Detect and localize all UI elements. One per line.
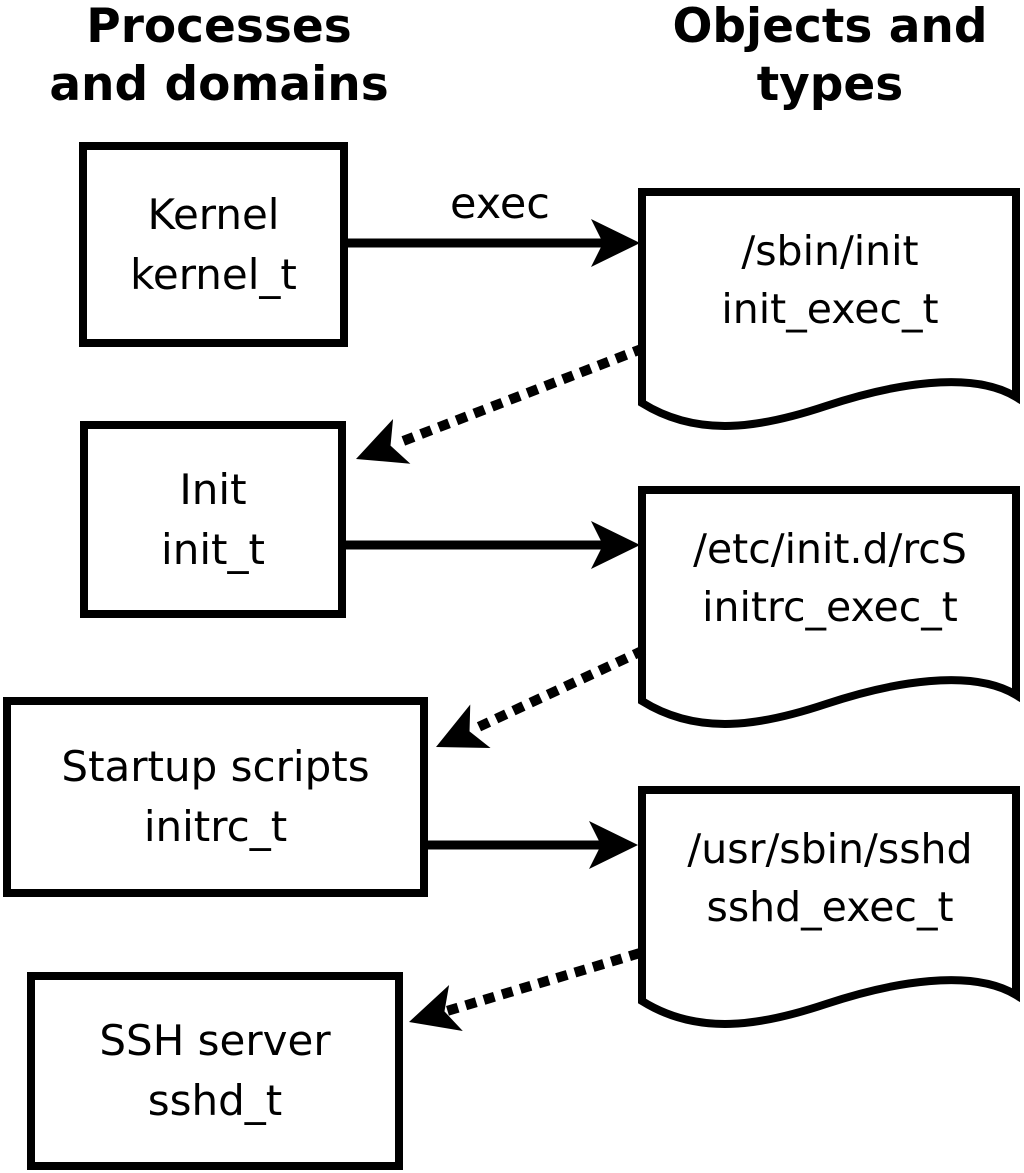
heading-line: Processes (86, 0, 352, 54)
document-shape-icon (638, 188, 1020, 430)
arrow-init-exec (346, 521, 640, 569)
process-name: Init (179, 464, 247, 514)
object-doc-init-exec: /sbin/init init_exec_t (636, 186, 1024, 448)
arrowhead-icon (409, 985, 463, 1032)
heading-line: and domains (49, 57, 389, 112)
doc-outline (638, 188, 1020, 430)
column-heading-objects: Objects and types (637, 0, 1023, 114)
transition-to-init (356, 343, 646, 464)
process-box-init: Init init_t (80, 421, 346, 618)
object-path: /usr/sbin/sshd (687, 825, 973, 873)
heading-line: types (756, 57, 904, 112)
process-name: Kernel (147, 189, 280, 239)
process-name: Startup scripts (61, 742, 370, 791)
doc-outline (638, 786, 1020, 1028)
column-heading-processes: Processes and domains (26, 0, 412, 114)
process-box-startup-scripts: Startup scripts initrc_t (3, 697, 428, 897)
exec-arrow-label: exec (450, 179, 550, 229)
transition-line (396, 343, 646, 448)
process-type: init_t (161, 524, 265, 574)
transition-to-sshd (409, 948, 642, 1032)
process-name: SSH server (99, 1016, 331, 1065)
document-shape-icon (638, 786, 1020, 1028)
process-type: sshd_t (147, 1076, 283, 1125)
arrowhead-icon (356, 418, 411, 464)
process-type: kernel_t (130, 249, 297, 299)
arrowhead-icon (589, 821, 638, 869)
object-path: /etc/init.d/rcS (693, 525, 967, 573)
arrow-initrc-exec (428, 821, 638, 869)
object-type: initrc_exec_t (702, 583, 958, 631)
arrowhead-icon (436, 704, 491, 749)
object-type: sshd_exec_t (706, 883, 954, 931)
arrowhead-icon (591, 219, 640, 267)
object-path: /sbin/init (741, 227, 919, 275)
heading-line: Objects and (672, 0, 988, 54)
object-type: init_exec_t (721, 285, 939, 333)
object-doc-initrc-exec: /etc/init.d/rcS initrc_exec_t (636, 484, 1024, 746)
process-type: initrc_t (143, 802, 288, 851)
transition-to-initrc (436, 645, 647, 749)
process-box-kernel: Kernel kernel_t (79, 142, 348, 347)
transition-line (469, 645, 647, 735)
process-box-ssh-server: SSH server sshd_t (27, 972, 403, 1170)
object-doc-sshd-exec: /usr/sbin/sshd sshd_exec_t (636, 784, 1024, 1046)
document-shape-icon (638, 486, 1020, 728)
arrowhead-icon (591, 521, 640, 569)
doc-outline (638, 486, 1020, 728)
transition-line (445, 948, 642, 1016)
